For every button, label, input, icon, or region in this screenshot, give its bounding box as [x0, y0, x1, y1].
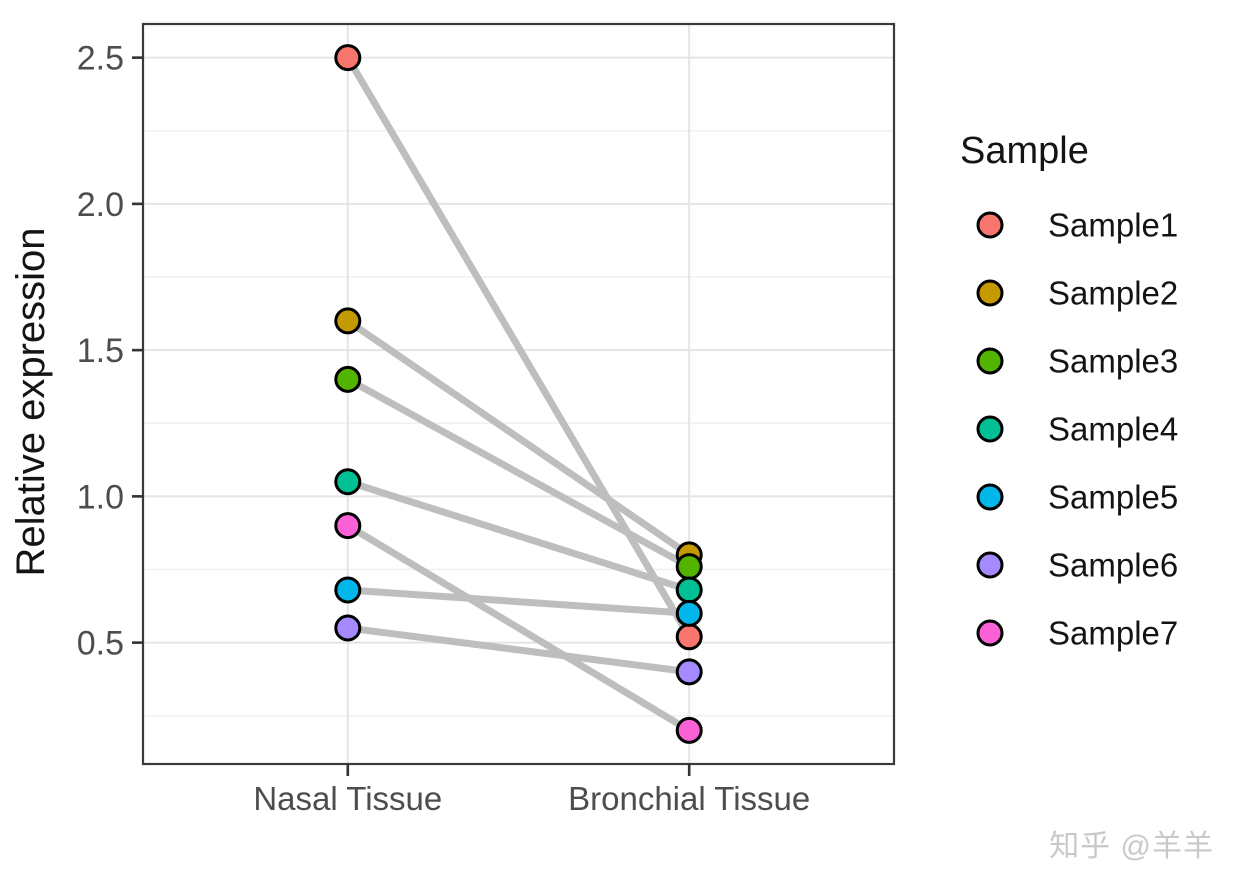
data-point-sample4-bronchial [675, 576, 703, 604]
legend-swatch-sample2-icon [976, 279, 1004, 307]
data-point-sample3-bronchial [675, 553, 703, 581]
legend-label-sample5: Sample5 [1048, 479, 1178, 516]
data-point-sample3-nasal [334, 365, 362, 393]
watermark-text: 知乎 @羊羊 [1049, 830, 1214, 863]
data-point-sample4-nasal [334, 468, 362, 496]
connector-line-sample1 [344, 55, 693, 639]
data-point-sample7-bronchial [675, 716, 703, 744]
data-point-sample6-bronchial [675, 658, 703, 686]
legend-swatch-sample3-icon [976, 347, 1004, 375]
legend-label-sample7: Sample7 [1048, 615, 1178, 652]
legend-title: Sample [960, 130, 1089, 172]
legend-swatch-sample1-icon [976, 211, 1004, 239]
x-tick-label: Nasal Tissue [253, 780, 442, 817]
data-point-sample5-bronchial [675, 599, 703, 627]
connector-line-sample7 [345, 522, 692, 734]
connector-line-sample6 [347, 624, 690, 676]
x-tick-label: Bronchial Tissue [568, 780, 810, 817]
legend-swatch-sample5-icon [976, 483, 1004, 511]
legend-label-sample4: Sample4 [1048, 411, 1178, 448]
y-tick-label: 2.0 [77, 186, 124, 224]
panel-border [141, 22, 896, 766]
legend-label-sample2: Sample2 [1048, 275, 1178, 312]
data-point-sample5-nasal [334, 576, 362, 604]
y-axis-title: Relative expression [9, 227, 53, 576]
data-point-sample6-nasal [334, 614, 362, 642]
legend-label-sample6: Sample6 [1048, 547, 1178, 584]
connector-line-sample2 [345, 317, 692, 558]
legend-swatch-sample4-icon [976, 415, 1004, 443]
data-point-sample1-bronchial [675, 623, 703, 651]
legend-label-sample3: Sample3 [1048, 343, 1178, 380]
data-point-sample1-nasal [334, 44, 362, 72]
y-tick-label: 1.0 [77, 478, 124, 516]
legend-swatch-sample6-icon [976, 551, 1004, 579]
legend-label-sample1: Sample1 [1048, 207, 1178, 244]
data-point-sample7-nasal [334, 512, 362, 540]
connector-line-sample4 [346, 478, 691, 594]
y-tick-label: 1.5 [77, 332, 124, 370]
connector-line-sample5 [347, 586, 690, 617]
plot-panel [143, 24, 894, 764]
data-point-sample2-nasal [334, 307, 362, 335]
connector-line-sample3 [346, 376, 691, 570]
y-tick-label: 2.5 [77, 40, 124, 78]
legend-swatch-sample7-icon [976, 619, 1004, 647]
y-tick-label: 0.5 [77, 625, 124, 663]
